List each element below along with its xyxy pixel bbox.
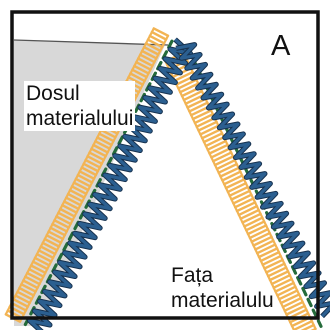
- fabric-face-label-line1: Fața: [171, 264, 214, 287]
- fabric-face-label-line2: materialulu: [171, 289, 274, 312]
- overlock-rail: [164, 61, 296, 330]
- zigzag-stitch-band: [27, 37, 330, 330]
- zigzag-stitch-thread: [28, 38, 192, 330]
- figure-letter: A: [271, 30, 291, 62]
- overlock-rail: [19, 35, 169, 323]
- fabric-back-label-line2: materialului: [26, 107, 134, 130]
- overlock-rail: [4, 27, 155, 315]
- fabric-face-label: Fața materialulu: [171, 263, 274, 313]
- fabric-back-label-line1: Dosul: [26, 82, 80, 105]
- fabric-back-label: Dosul materialului: [24, 81, 136, 131]
- frame-border: [10, 10, 320, 320]
- overlock-stitch-segment: [164, 51, 317, 330]
- zigzag-stitch-thread: [175, 43, 330, 318]
- fabric-top-edge: [13, 39, 169, 46]
